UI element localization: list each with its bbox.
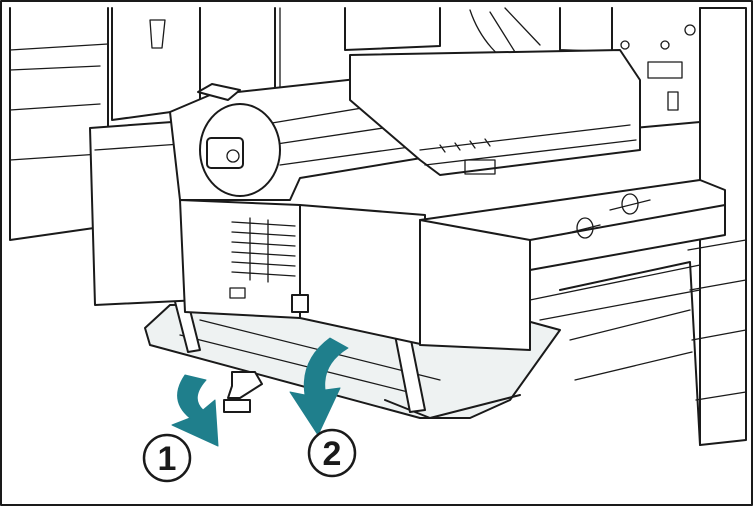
step-1-marker: 1	[142, 433, 192, 483]
vent-grille	[231, 217, 296, 283]
step-1-arrow	[171, 374, 219, 447]
step-2-marker: 2	[307, 428, 357, 478]
step-1-label: 1	[158, 440, 177, 478]
drawer-unit	[89, 49, 726, 351]
release-lever	[223, 371, 263, 413]
tray-rollers	[559, 193, 651, 239]
step-2-label: 2	[323, 435, 342, 473]
